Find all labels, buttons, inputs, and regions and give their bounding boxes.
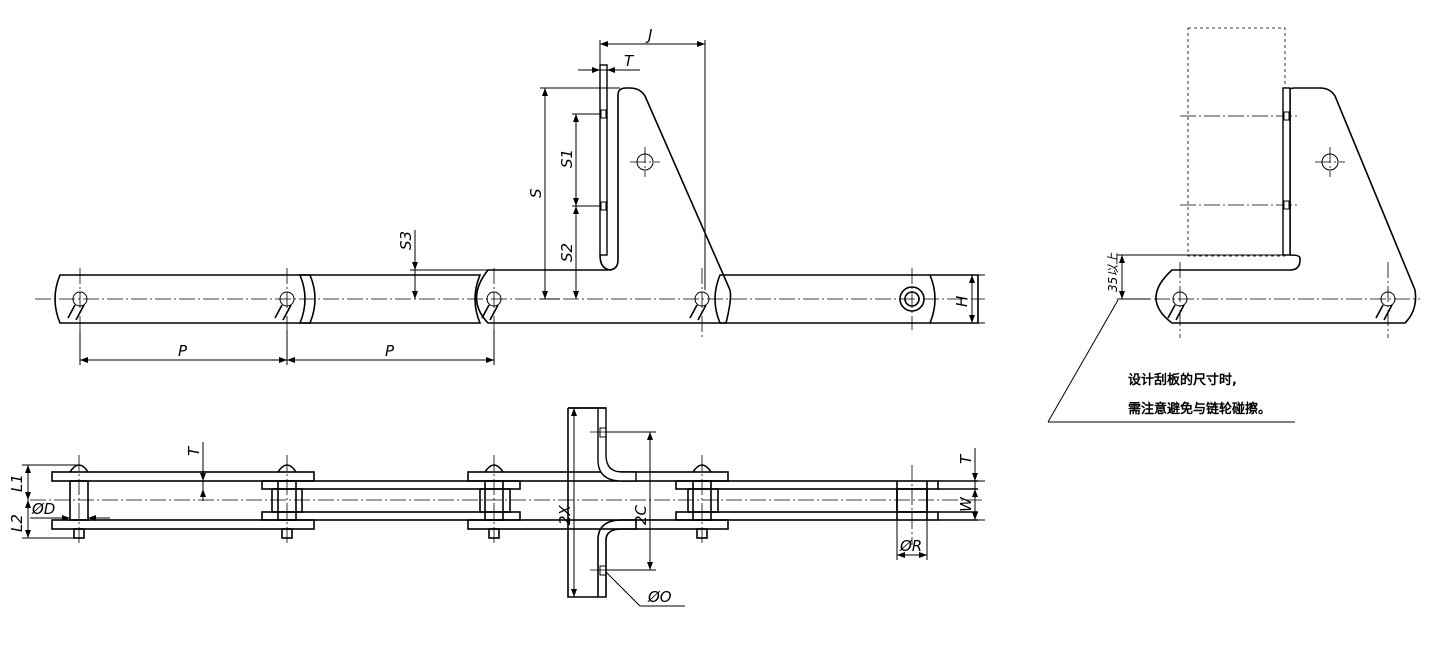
dim-label-s3: S3 [397, 231, 415, 250]
pin-3 [481, 268, 502, 338]
dim-label-s: S [527, 188, 545, 198]
dim-phio-leader [605, 571, 641, 607]
dim-label-t-top: T [624, 52, 635, 70]
dim-label-p-1: P [178, 342, 188, 360]
tv-pin-2 [271, 455, 303, 545]
dim-label-2x: 2X [556, 504, 574, 525]
dim-s3-arrows [412, 262, 418, 299]
dim-label-phio: ØO [647, 588, 672, 606]
dim-label-35: 35以上 [1106, 252, 1120, 292]
dim-t-top-arrows [592, 67, 615, 73]
dim-label-phid: ØD [31, 500, 55, 518]
side-bolt-upper [1283, 111, 1290, 121]
dim-label-l1: L1 [8, 474, 26, 492]
side-pin-1 [1167, 262, 1188, 338]
attachment-link [475, 87, 732, 324]
scraper-hole-bot [599, 565, 607, 576]
outer-plate-bot-1 [51, 519, 315, 530]
inner-plate-top-1 [261, 480, 521, 490]
dim-label-s2: S2 [558, 243, 576, 262]
scraper-plate [599, 64, 608, 256]
dim-w-arrows [972, 473, 978, 520]
pin-2 [274, 268, 295, 338]
dim-p-arrows [80, 357, 494, 363]
tv-pin-3 [479, 455, 511, 545]
pin-5-bushing [899, 268, 925, 330]
scraper-body [567, 408, 637, 598]
outer-plate-top-1 [51, 471, 315, 482]
dim-label-s1: S1 [558, 149, 576, 168]
front-view: P P H S S1 S2 S3 J T [35, 26, 985, 365]
scraper-outline-hidden [1187, 27, 1286, 257]
tv-pin-4 [687, 455, 719, 545]
dim-s1-s2-arrows [573, 114, 579, 299]
outer-plate-bot-2 [467, 519, 729, 530]
side-view: 35以上 设计刮板的尺寸时, 需注意避免与链轮碰擦。 [1047, 27, 1420, 423]
outer-plate-top-2 [467, 471, 729, 482]
dim-label-p-2: P [385, 342, 395, 360]
inner-plate-bot-1 [261, 511, 521, 521]
dim-label-w: W [957, 496, 975, 512]
dim-label-l2: L2 [8, 514, 26, 532]
tv-pin-1 [69, 455, 89, 545]
link-plate-2 [298, 274, 482, 324]
dim-label-j: J [645, 26, 652, 44]
dim-label-phir: ØR [899, 537, 922, 555]
side-bolt-lower [1283, 200, 1290, 210]
note-leader [1047, 299, 1119, 423]
pin-4 [689, 268, 710, 338]
scraper-top-flange [568, 407, 637, 482]
dim-label-t-right: T [957, 453, 975, 464]
bolt-hole-upper [600, 109, 607, 119]
dim-label-t-bot: T [185, 445, 203, 456]
dim-phid-arrows [62, 515, 96, 521]
top-view: 2X 2C ØO T L1 L2 ØD W T [8, 407, 985, 607]
tv-bushing-5 [896, 465, 928, 545]
side-pin-2 [1375, 262, 1396, 338]
dim-l-arrows [25, 465, 31, 538]
bolt-hole-lower [600, 201, 607, 211]
scraper-plate-bend [599, 254, 613, 271]
pin-1 [67, 268, 88, 338]
inner-plate-top-2 [675, 480, 939, 490]
dim-t-bot-arrows [200, 473, 206, 497]
dim-label-2c: 2C [632, 504, 650, 525]
inner-plate-bot-2 [675, 511, 939, 521]
dim-label-h: H [953, 296, 971, 307]
dim-phir-arrows [897, 552, 927, 558]
note-line-2: 需注意避免与链轮碰擦。 [1128, 401, 1271, 417]
note-line-1: 设计刮板的尺寸时, [1128, 372, 1237, 388]
